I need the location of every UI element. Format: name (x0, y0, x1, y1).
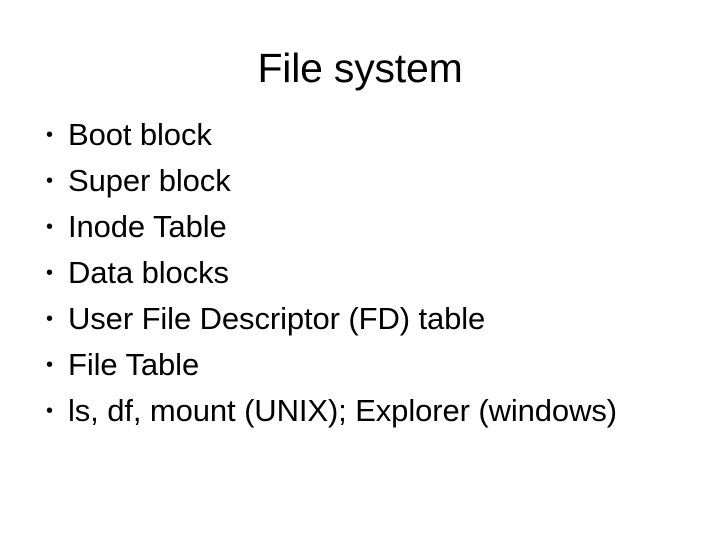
list-item-label: Inode Table (68, 209, 227, 244)
list-item-label: User File Descriptor (FD) table (68, 301, 486, 336)
bullet-point-icon: • (46, 216, 53, 238)
page-title: File system (257, 45, 463, 91)
slide-content-body: • Boot block • Super block • Inode Table… (40, 112, 680, 434)
list-item: • File Table (40, 342, 680, 388)
bullet-point-icon: • (46, 262, 53, 284)
bullet-point-icon: • (46, 308, 53, 330)
list-item: • Super block (40, 158, 680, 204)
bullet-point-icon: • (46, 354, 53, 376)
bullet-point-icon: • (46, 170, 53, 192)
list-item: • Data blocks (40, 250, 680, 296)
list-item: • User File Descriptor (FD) table (40, 296, 680, 342)
list-item-label: Data blocks (68, 255, 229, 290)
list-item-label: Super block (68, 163, 231, 198)
list-item-label: Boot block (68, 117, 212, 152)
list-item-label: ls, df, mount (UNIX); Explorer (windows) (68, 393, 617, 428)
bullet-point-icon: • (46, 124, 53, 146)
list-item: • Boot block (40, 112, 680, 158)
list-item-label: File Table (68, 347, 200, 382)
bullet-point-icon: • (46, 400, 53, 422)
list-item: • Inode Table (40, 204, 680, 250)
bullet-list: • Boot block • Super block • Inode Table… (40, 112, 680, 434)
list-item: • ls, df, mount (UNIX); Explorer (window… (40, 388, 680, 434)
